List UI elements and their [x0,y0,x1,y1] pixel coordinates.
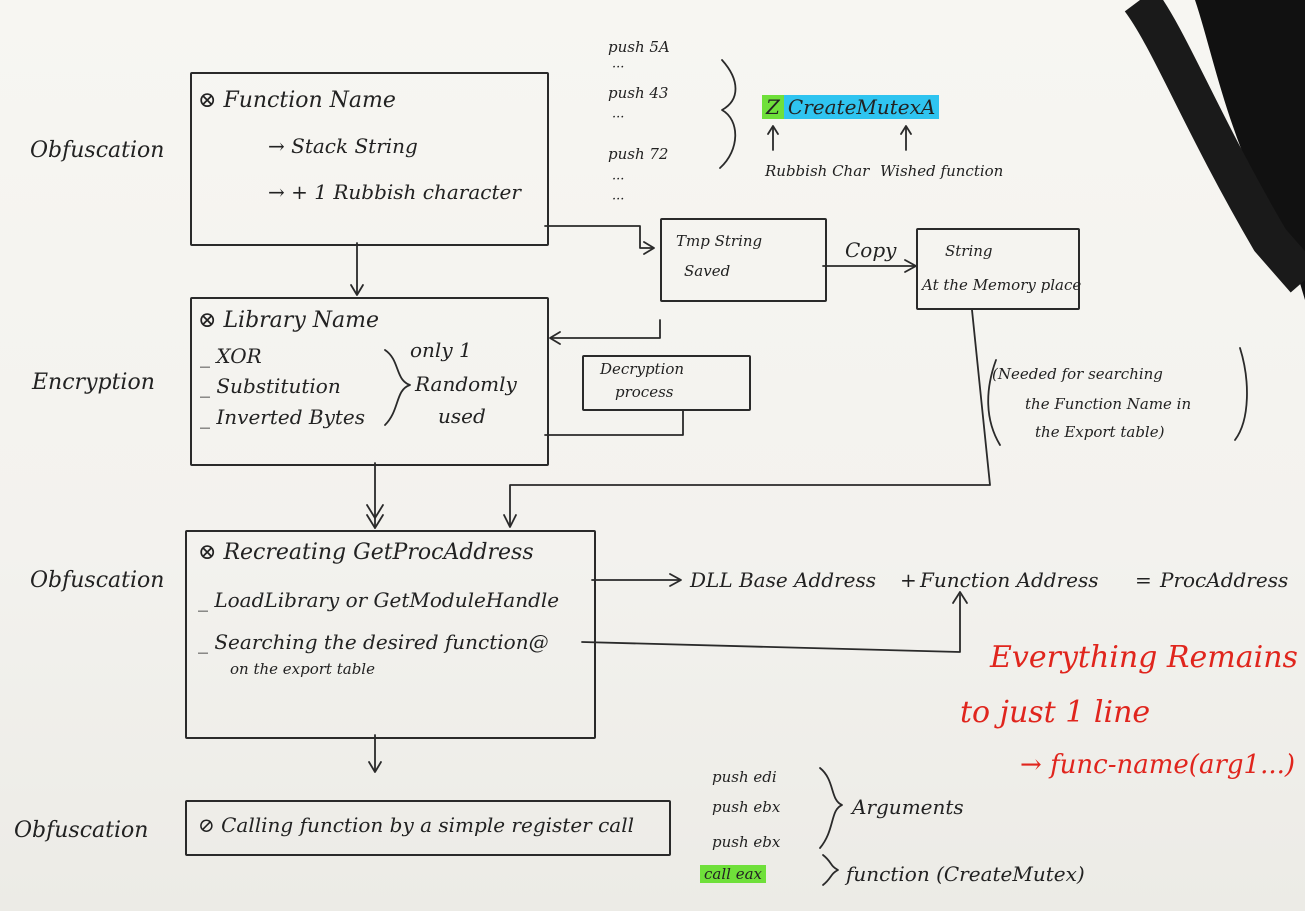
needed-note-line1: (Needed for searching [992,365,1163,383]
function-name-box [190,72,549,246]
rubbish-char-highlight: Z [762,95,784,119]
push-dots-2: ··· [612,110,625,125]
asm-line-2: push ebx [712,798,781,816]
dll-base-address: DLL Base Address [690,568,877,592]
getproc-item2b: on the export table [230,660,375,678]
string-box [916,228,1080,310]
function-name-line2: → + 1 Rubbish character [268,180,521,204]
call-box-text: ⊘ Calling function by a simple register … [198,813,634,837]
getproc-item2: _ Searching the desired function@ [198,630,549,654]
needed-note-line2: the Function Name in [1025,395,1192,413]
equals-sign: = [1135,568,1152,592]
push-item-2: push 43 [608,84,669,102]
call-box [185,800,671,856]
library-item-substitution: _ Substitution [200,374,341,398]
function-name-line1: → Stack String [268,134,418,158]
push-dots-1: ··· [612,60,625,75]
red-note-line1: Everything Remains [990,640,1298,675]
stage-label-obfuscation-3: Obfuscation [14,818,149,843]
library-note-1: only 1 [410,338,472,362]
function-address: Function Address [920,568,1099,592]
tmp-string-line2: Saved [684,262,731,280]
copy-label: Copy [845,238,897,262]
stage-label-encryption: Encryption [32,370,155,395]
getproc-title: ⊗ Recreating GetProcAddress [198,540,534,565]
push-item-1: push 5A [608,38,670,56]
plus-sign: + [900,568,917,592]
stage-label-obfuscation-2: Obfuscation [30,568,165,593]
library-name-title: ⊗ Library Name [198,308,379,333]
tmp-string-box [660,218,827,302]
asm-line-1: push edi [712,768,777,786]
library-note-3: used [438,404,486,428]
asm-line-3: push ebx [712,833,781,851]
red-note-line2: to just 1 line [960,695,1151,730]
proc-address: ProcAddress [1160,568,1289,592]
asm-call: call eax [700,865,766,883]
red-note-line3: → func-name(arg1...) [1020,750,1296,780]
push-dots-3: ··· [612,172,625,187]
rubbish-char-label: Rubbish Char [765,162,870,180]
push-item-3: push 72 [608,145,669,163]
decryption-line2: process [615,383,674,401]
tmp-string-line1: Tmp String [676,232,763,250]
string-line2: At the Memory place [922,276,1082,294]
library-item-inverted: _ Inverted Bytes [200,405,366,429]
needed-note-line3: the Export table) [1035,423,1165,441]
getproc-item1: _ LoadLibrary or GetModuleHandle [198,588,560,612]
string-line1: String [945,242,993,260]
library-item-xor: _ XOR [200,344,262,368]
wished-function-label: Wished function [880,162,1004,180]
getproc-box [185,530,596,739]
decryption-box [582,355,751,411]
library-name-box [190,297,549,466]
push-dots-4: ··· [612,192,625,207]
stage-label-obfuscation-1: Obfuscation [30,138,165,163]
function-name-title: ⊗ Function Name [198,88,396,113]
wished-function-highlight: CreateMutexA [783,95,940,119]
decryption-line1: Decryption [600,360,685,378]
library-note-2: Randomly [415,372,517,396]
asm-arguments-label: Arguments [852,795,964,819]
asm-function-label: function (CreateMutex) [846,862,1085,886]
